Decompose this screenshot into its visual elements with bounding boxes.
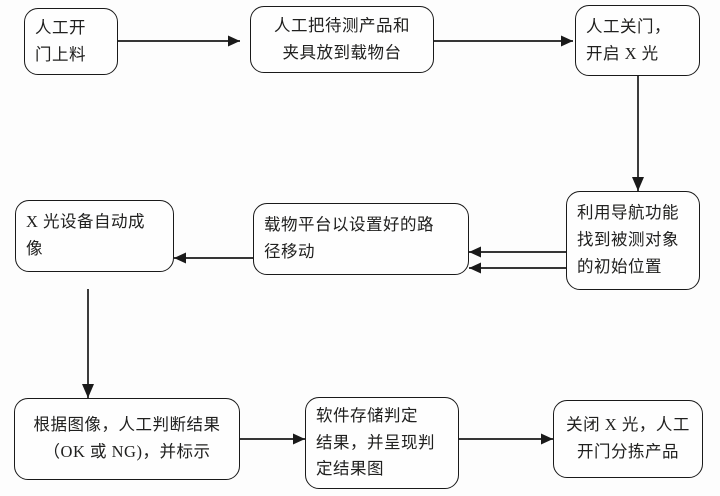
node-line: 根据图像，人工判断结果: [33, 415, 221, 435]
node-software-store-and-show-result[interactable]: 软件存储判定 结果，并呈现判 定结果图: [305, 397, 459, 489]
node-line: X 光设备自动成: [26, 212, 146, 232]
node-place-product-and-fixture[interactable]: 人工把待测产品和 夹具放到载物台: [250, 6, 434, 73]
node-line: 的初始位置: [577, 256, 662, 276]
node-xray-auto-imaging[interactable]: X 光设备自动成 像: [15, 200, 174, 272]
edge-n4-to-n5-upper: [469, 246, 566, 258]
node-line: 载物平台以设置好的路: [264, 215, 434, 235]
node-line: 结果，并呈现判: [316, 432, 435, 452]
node-line: 径移动: [264, 242, 315, 261]
node-line: 找到被测对象: [577, 230, 679, 250]
node-stage-moves-along-path[interactable]: 载物平台以设置好的路 径移动: [253, 203, 469, 275]
edge-n6-to-n7: [82, 289, 94, 398]
edge-n3-to-n4: [632, 76, 644, 191]
node-line: 关闭 X 光，人工: [566, 415, 690, 435]
node-close-door-start-xray[interactable]: 人工关门， 开启 X 光: [575, 5, 700, 76]
node-line: 门上料: [35, 44, 86, 64]
node-line: 定结果图: [316, 459, 384, 479]
node-navigate-to-initial-position[interactable]: 利用导航功能 找到被测对象 的初始位置: [566, 191, 700, 290]
node-line: 人工把待测产品和: [274, 15, 410, 35]
node-line: 人工开: [35, 17, 86, 37]
node-line: 软件存储判定: [316, 405, 418, 425]
node-line: （OK 或 NG)，并标示: [43, 442, 211, 461]
node-manual-open-door-load[interactable]: 人工开 门上料: [24, 8, 118, 75]
edge-n2-to-n3: [434, 35, 573, 47]
node-line: 夹具放到载物台: [282, 42, 402, 62]
edge-n1-to-n2: [118, 35, 240, 47]
edge-n8-to-n9: [459, 433, 553, 445]
edge-n5-to-n6: [174, 252, 253, 264]
node-manual-judge-result[interactable]: 根据图像，人工判断结果 （OK 或 NG)，并标示: [14, 398, 240, 480]
edge-n7-to-n8: [240, 433, 305, 445]
node-line: 开启 X 光: [586, 43, 659, 63]
edge-n4-to-n5-lower: [469, 262, 566, 274]
node-close-xray-sort-products[interactable]: 关闭 X 光，人工 开门分拣产品: [553, 400, 703, 478]
node-line: 利用导航功能: [577, 203, 679, 223]
node-line: 开门分拣产品: [577, 442, 679, 461]
node-line: 人工关门，: [586, 16, 671, 36]
node-line: 像: [26, 239, 43, 258]
